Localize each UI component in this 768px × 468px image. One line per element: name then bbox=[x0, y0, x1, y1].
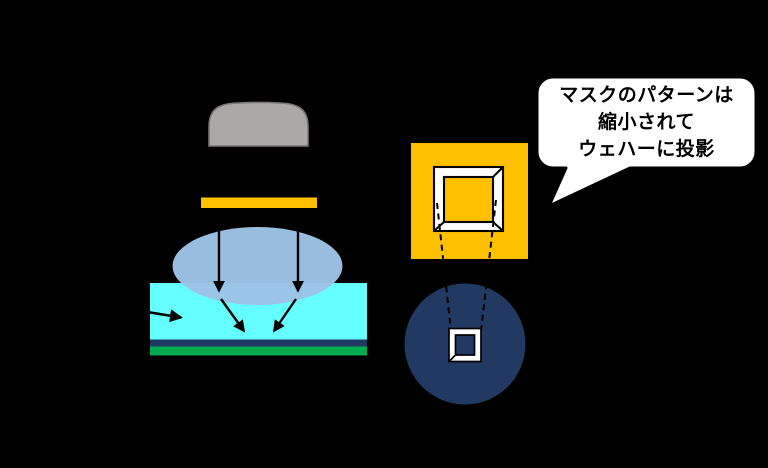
frame-bevel-top-right bbox=[492, 166, 504, 178]
light-source-dome bbox=[208, 101, 309, 147]
mask-pattern-frame bbox=[432, 165, 505, 233]
frame-bevel-bottom-right bbox=[492, 221, 504, 232]
bubble-line-3: ウェハーに投影 bbox=[578, 139, 715, 160]
wafer-layer bbox=[150, 346, 367, 356]
resist-layer bbox=[150, 339, 367, 347]
projection-lens bbox=[172, 227, 343, 305]
bubble-line-1: マスクのパターンは bbox=[559, 85, 734, 106]
light-ray-right-refracted bbox=[272, 298, 297, 333]
speech-bubble bbox=[535, 75, 758, 208]
light-ray-left-refracted bbox=[220, 298, 246, 333]
projection-dash-left bbox=[436, 202, 452, 332]
pattern-bevel-bottom-left bbox=[448, 354, 457, 363]
projected-pattern-square bbox=[448, 327, 482, 363]
bubble-line-2: 縮小されて bbox=[598, 112, 695, 133]
speech-bubble-text: マスクのパターンは 縮小されて ウェハーに投影 bbox=[537, 82, 756, 163]
water-pointer-arrow bbox=[131, 308, 183, 323]
projection-dash-right bbox=[480, 199, 497, 332]
mask-bar bbox=[201, 197, 317, 208]
light-rays bbox=[213, 208, 304, 333]
projection-dashed-lines bbox=[436, 199, 497, 332]
